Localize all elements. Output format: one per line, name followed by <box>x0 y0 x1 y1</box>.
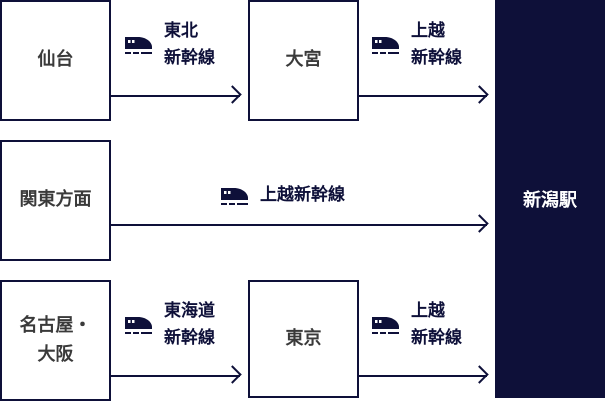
route-joetsu-2-line2: 新幹線 <box>411 328 462 349</box>
origin-box-kanto: 関東方面 <box>0 140 111 261</box>
route-label-tokaido: 東海道 新幹線 <box>124 298 215 352</box>
route-joetsu-1-line1: 上越 <box>411 21 445 41</box>
origin-box-sendai: 仙台 <box>0 0 111 121</box>
origin-kanto-label: 関東方面 <box>19 189 92 211</box>
route-joetsu-1-line2: 新幹線 <box>411 48 462 69</box>
route-joetsu-kanto-text: 上越新幹線 <box>260 185 345 205</box>
route-tohoku-line1: 東北 <box>164 21 198 41</box>
destination-label: 新潟駅 <box>523 190 577 211</box>
transfer-box-omiya: 大宮 <box>248 0 359 121</box>
shinkansen-train-icon <box>371 314 401 336</box>
arrow-sendai-omiya <box>111 95 240 97</box>
arrow-omiya-niigata <box>359 95 487 97</box>
shinkansen-train-icon <box>220 185 250 207</box>
route-joetsu-2-line1: 上越 <box>411 301 445 321</box>
route-tohoku-line2: 新幹線 <box>164 48 215 69</box>
destination-niigata-station: 新潟駅 <box>495 0 605 398</box>
transfer-tokyo-label: 東京 <box>285 327 322 349</box>
route-tokaido-line1: 東海道 <box>164 301 215 321</box>
route-label-joetsu-kanto: 上越新幹線 <box>220 182 345 209</box>
route-label-joetsu-1: 上越 新幹線 <box>371 18 462 72</box>
origin-nagoya-label: 名古屋・ <box>19 314 92 336</box>
arrow-kanto-niigata <box>111 224 487 226</box>
arrow-nagoya-tokyo <box>111 375 240 377</box>
shinkansen-train-icon <box>124 34 154 56</box>
transfer-box-tokyo: 東京 <box>248 280 359 398</box>
route-tokaido-line2: 新幹線 <box>164 328 215 349</box>
route-label-joetsu-2: 上越 新幹線 <box>371 298 462 352</box>
origin-sendai-label: 仙台 <box>37 49 74 71</box>
shinkansen-train-icon <box>371 34 401 56</box>
shinkansen-train-icon <box>124 314 154 336</box>
origin-osaka-label: 大阪 <box>37 343 74 365</box>
arrow-tokyo-niigata <box>359 375 487 377</box>
route-label-tohoku: 東北 新幹線 <box>124 18 215 72</box>
transfer-omiya-label: 大宮 <box>285 49 322 71</box>
origin-box-nagoya-osaka: 名古屋・ 大阪 <box>0 280 111 401</box>
